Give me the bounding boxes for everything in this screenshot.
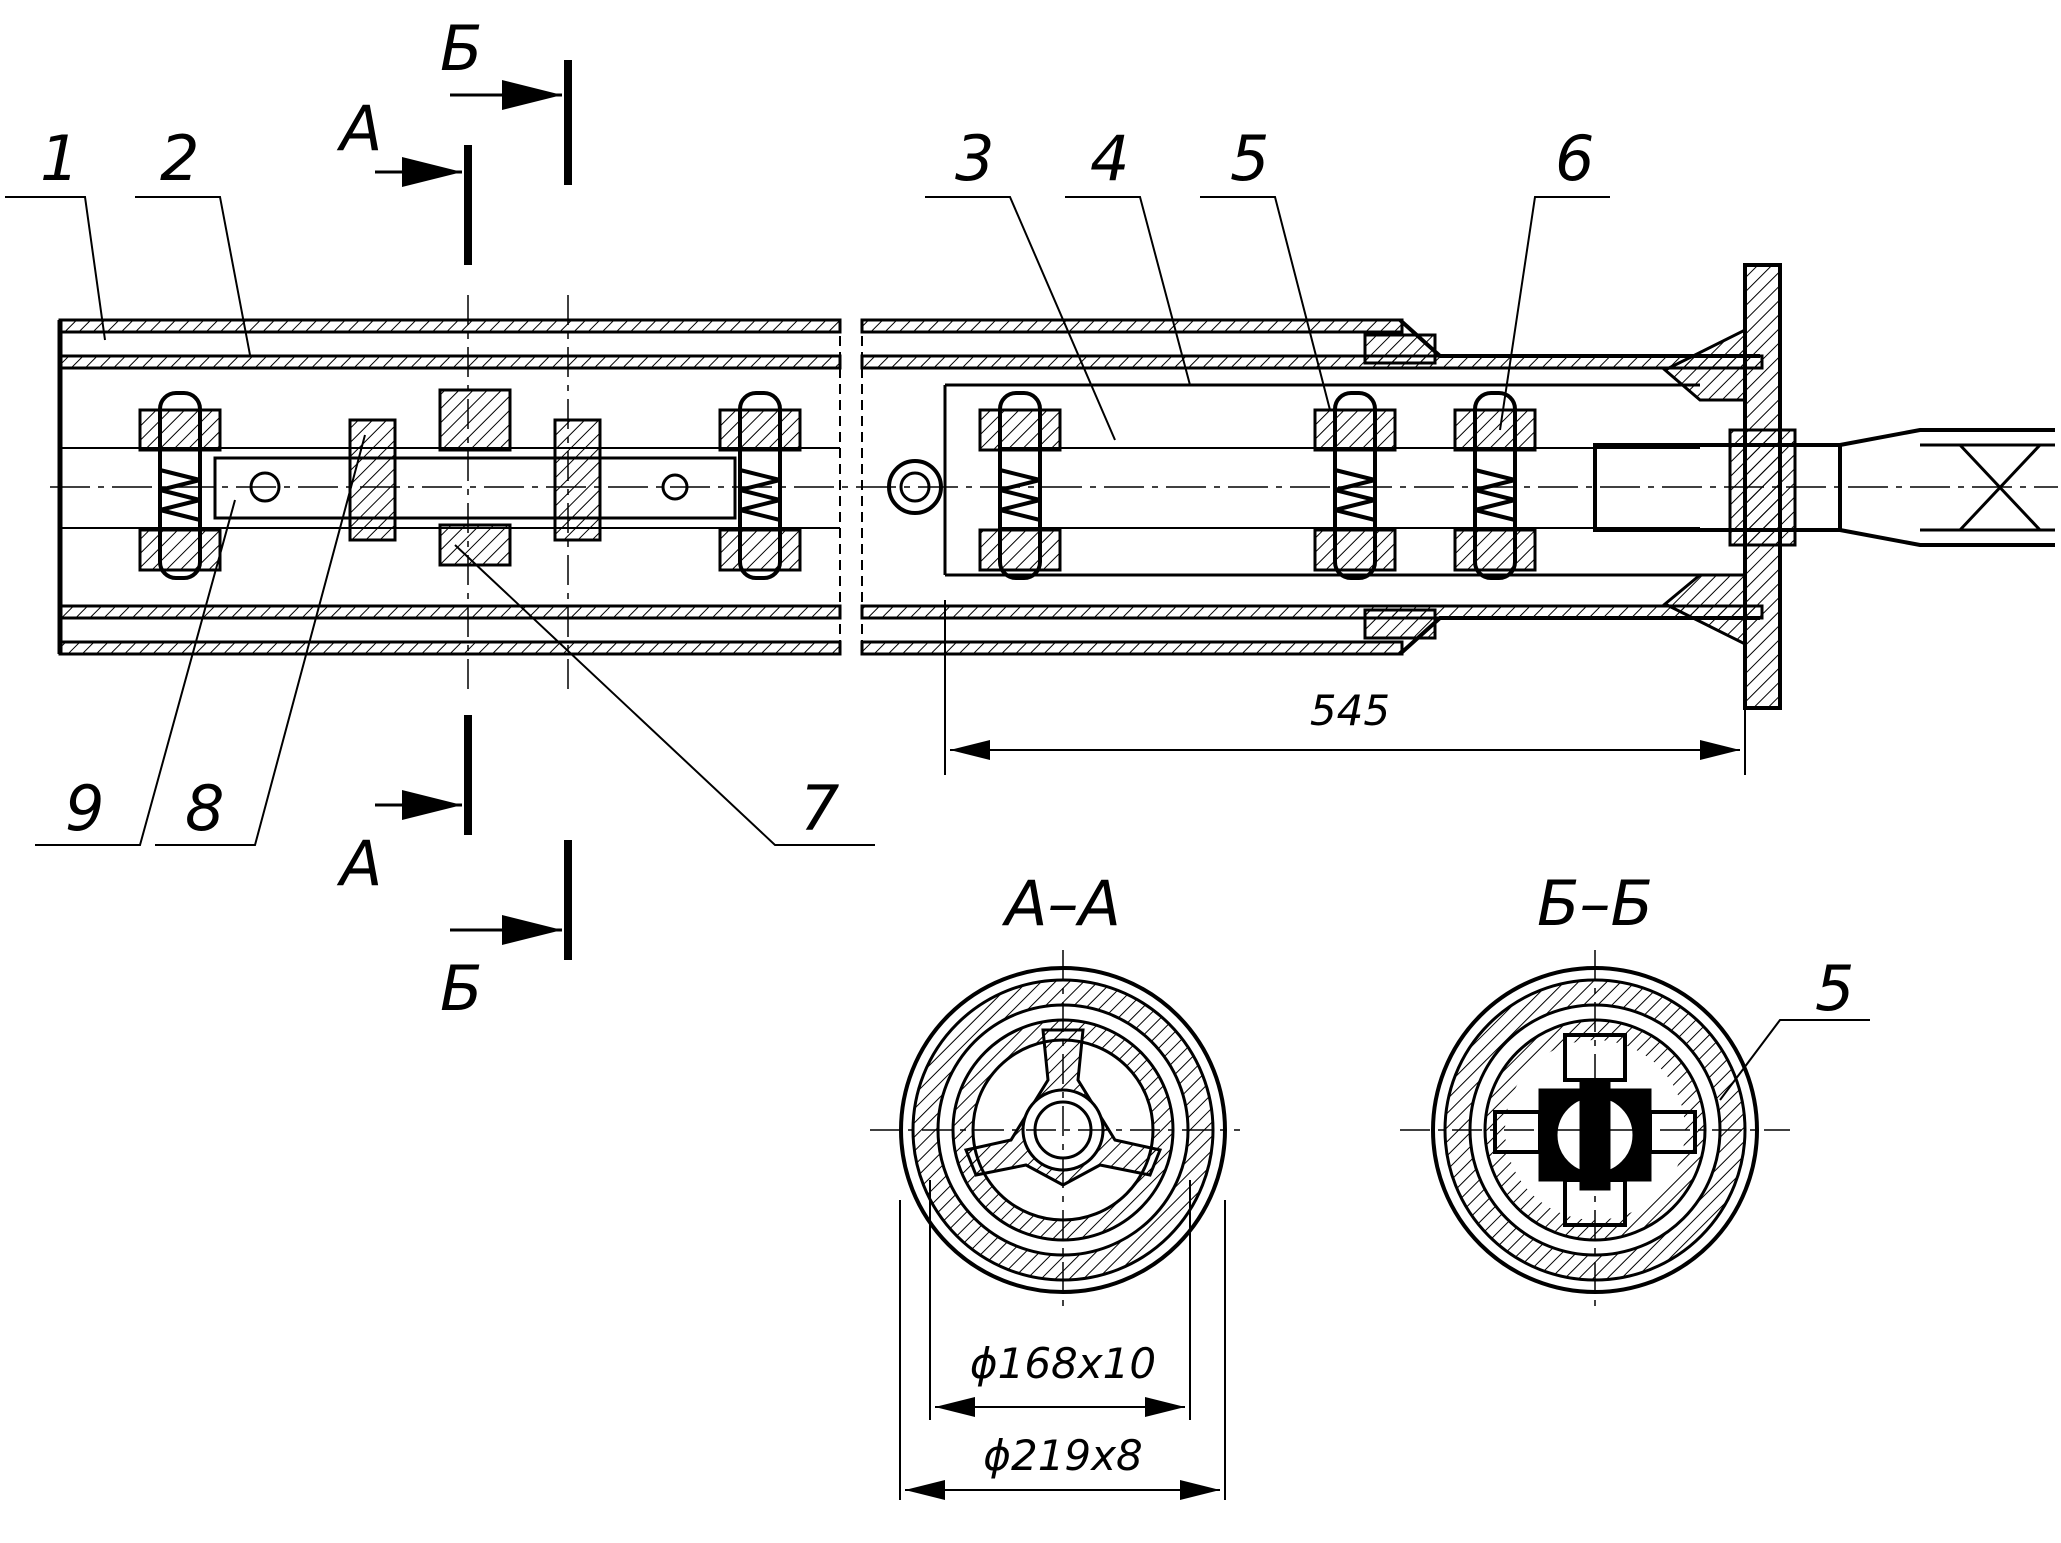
section-title-aa: А–А — [1001, 867, 1121, 940]
section-mark-b-top: Б — [440, 12, 483, 85]
label-part-6: 6 — [1555, 122, 1594, 195]
label-part-3: 3 — [955, 122, 994, 195]
label-part-7: 7 — [800, 772, 839, 845]
part-labels: 1 2 3 4 5 6 9 8 7 5 — [40, 122, 1854, 1025]
label-part-9: 9 — [65, 772, 104, 845]
section-mark-b-bottom: Б — [440, 952, 483, 1025]
leader-lines — [5, 196, 1870, 1101]
dimension-texts: 545 ϕ168x10 ϕ219x8 — [970, 686, 1390, 1480]
section-aa — [870, 950, 1240, 1500]
section-cut-lines — [375, 60, 572, 960]
label-part-5: 5 — [1230, 122, 1269, 195]
section-mark-labels: Б А А Б — [336, 12, 483, 1025]
label-part-1: 1 — [40, 122, 79, 195]
section-mark-a-top: А — [336, 92, 382, 165]
section-bb — [1400, 950, 1790, 1310]
label-part-8: 8 — [185, 772, 224, 845]
section-title-bb: Б–Б — [1537, 867, 1653, 940]
label-part-2: 2 — [160, 122, 199, 195]
section-mark-a-bottom: А — [336, 827, 382, 900]
dimension-length-text: 545 — [1310, 686, 1390, 735]
label-part-4: 4 — [1090, 122, 1129, 195]
dimension-outer-tube-text: ϕ219x8 — [983, 1431, 1142, 1480]
dimension-inner-tube-text: ϕ168x10 — [970, 1339, 1156, 1388]
dimension-545 — [944, 600, 1746, 775]
label-part-5-section: 5 — [1815, 952, 1854, 1025]
section-titles: А–А Б–Б — [1001, 867, 1653, 940]
